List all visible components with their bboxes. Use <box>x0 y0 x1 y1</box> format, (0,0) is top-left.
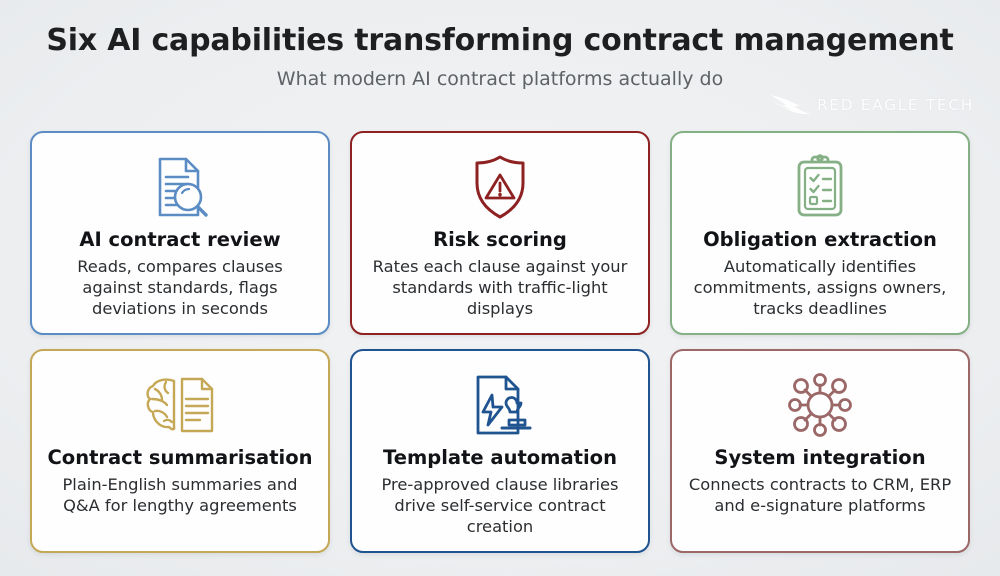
card-title: System integration <box>714 446 926 469</box>
brand-name: RED EAGLE TECH <box>816 96 974 114</box>
card-ai-contract-review[interactable]: AI contract review Reads, compares claus… <box>30 131 330 335</box>
page-subtitle: What modern AI contract platforms actual… <box>276 67 724 90</box>
network-hub-icon <box>784 367 856 443</box>
card-body: Plain-English summaries and Q&A for leng… <box>62 475 298 516</box>
capability-card-grid: AI contract review Reads, compares claus… <box>30 131 970 553</box>
header: Six AI capabilities transforming contrac… <box>0 23 1000 90</box>
card-title: Contract summarisation <box>47 446 313 469</box>
document-lightning-stamp-icon <box>464 367 536 443</box>
card-title: Template automation <box>383 446 617 469</box>
card-risk-scoring[interactable]: Risk scoring Rates each clause against y… <box>350 131 650 335</box>
card-template-automation[interactable]: Template automation Pre-approved clause … <box>350 349 650 553</box>
card-body: Pre-approved clause libraries drive self… <box>381 475 619 537</box>
card-contract-summarisation[interactable]: Contract summarisation Plain-English sum… <box>30 349 330 553</box>
eagle-wing-icon <box>770 95 811 115</box>
card-body: Automatically identifies commitments, as… <box>693 257 947 319</box>
card-title: Obligation extraction <box>703 228 937 251</box>
clipboard-checklist-icon <box>784 149 856 225</box>
card-system-integration[interactable]: System integration Connects contracts to… <box>670 349 970 553</box>
card-body: Rates each clause against your standards… <box>372 257 628 319</box>
card-title: Risk scoring <box>433 228 567 251</box>
brain-document-icon <box>142 367 218 443</box>
card-obligation-extraction[interactable]: Obligation extraction Automatically iden… <box>670 131 970 335</box>
document-magnifier-icon <box>144 149 216 225</box>
card-body: Connects contracts to CRM, ERP and e-sig… <box>688 475 952 516</box>
card-title: AI contract review <box>79 228 281 251</box>
shield-warning-icon <box>464 149 536 225</box>
page-title: Six AI capabilities transforming contrac… <box>46 23 954 58</box>
card-body: Reads, compares clauses against standard… <box>77 257 283 319</box>
brand-logo: RED EAGLE TECH <box>770 92 974 118</box>
